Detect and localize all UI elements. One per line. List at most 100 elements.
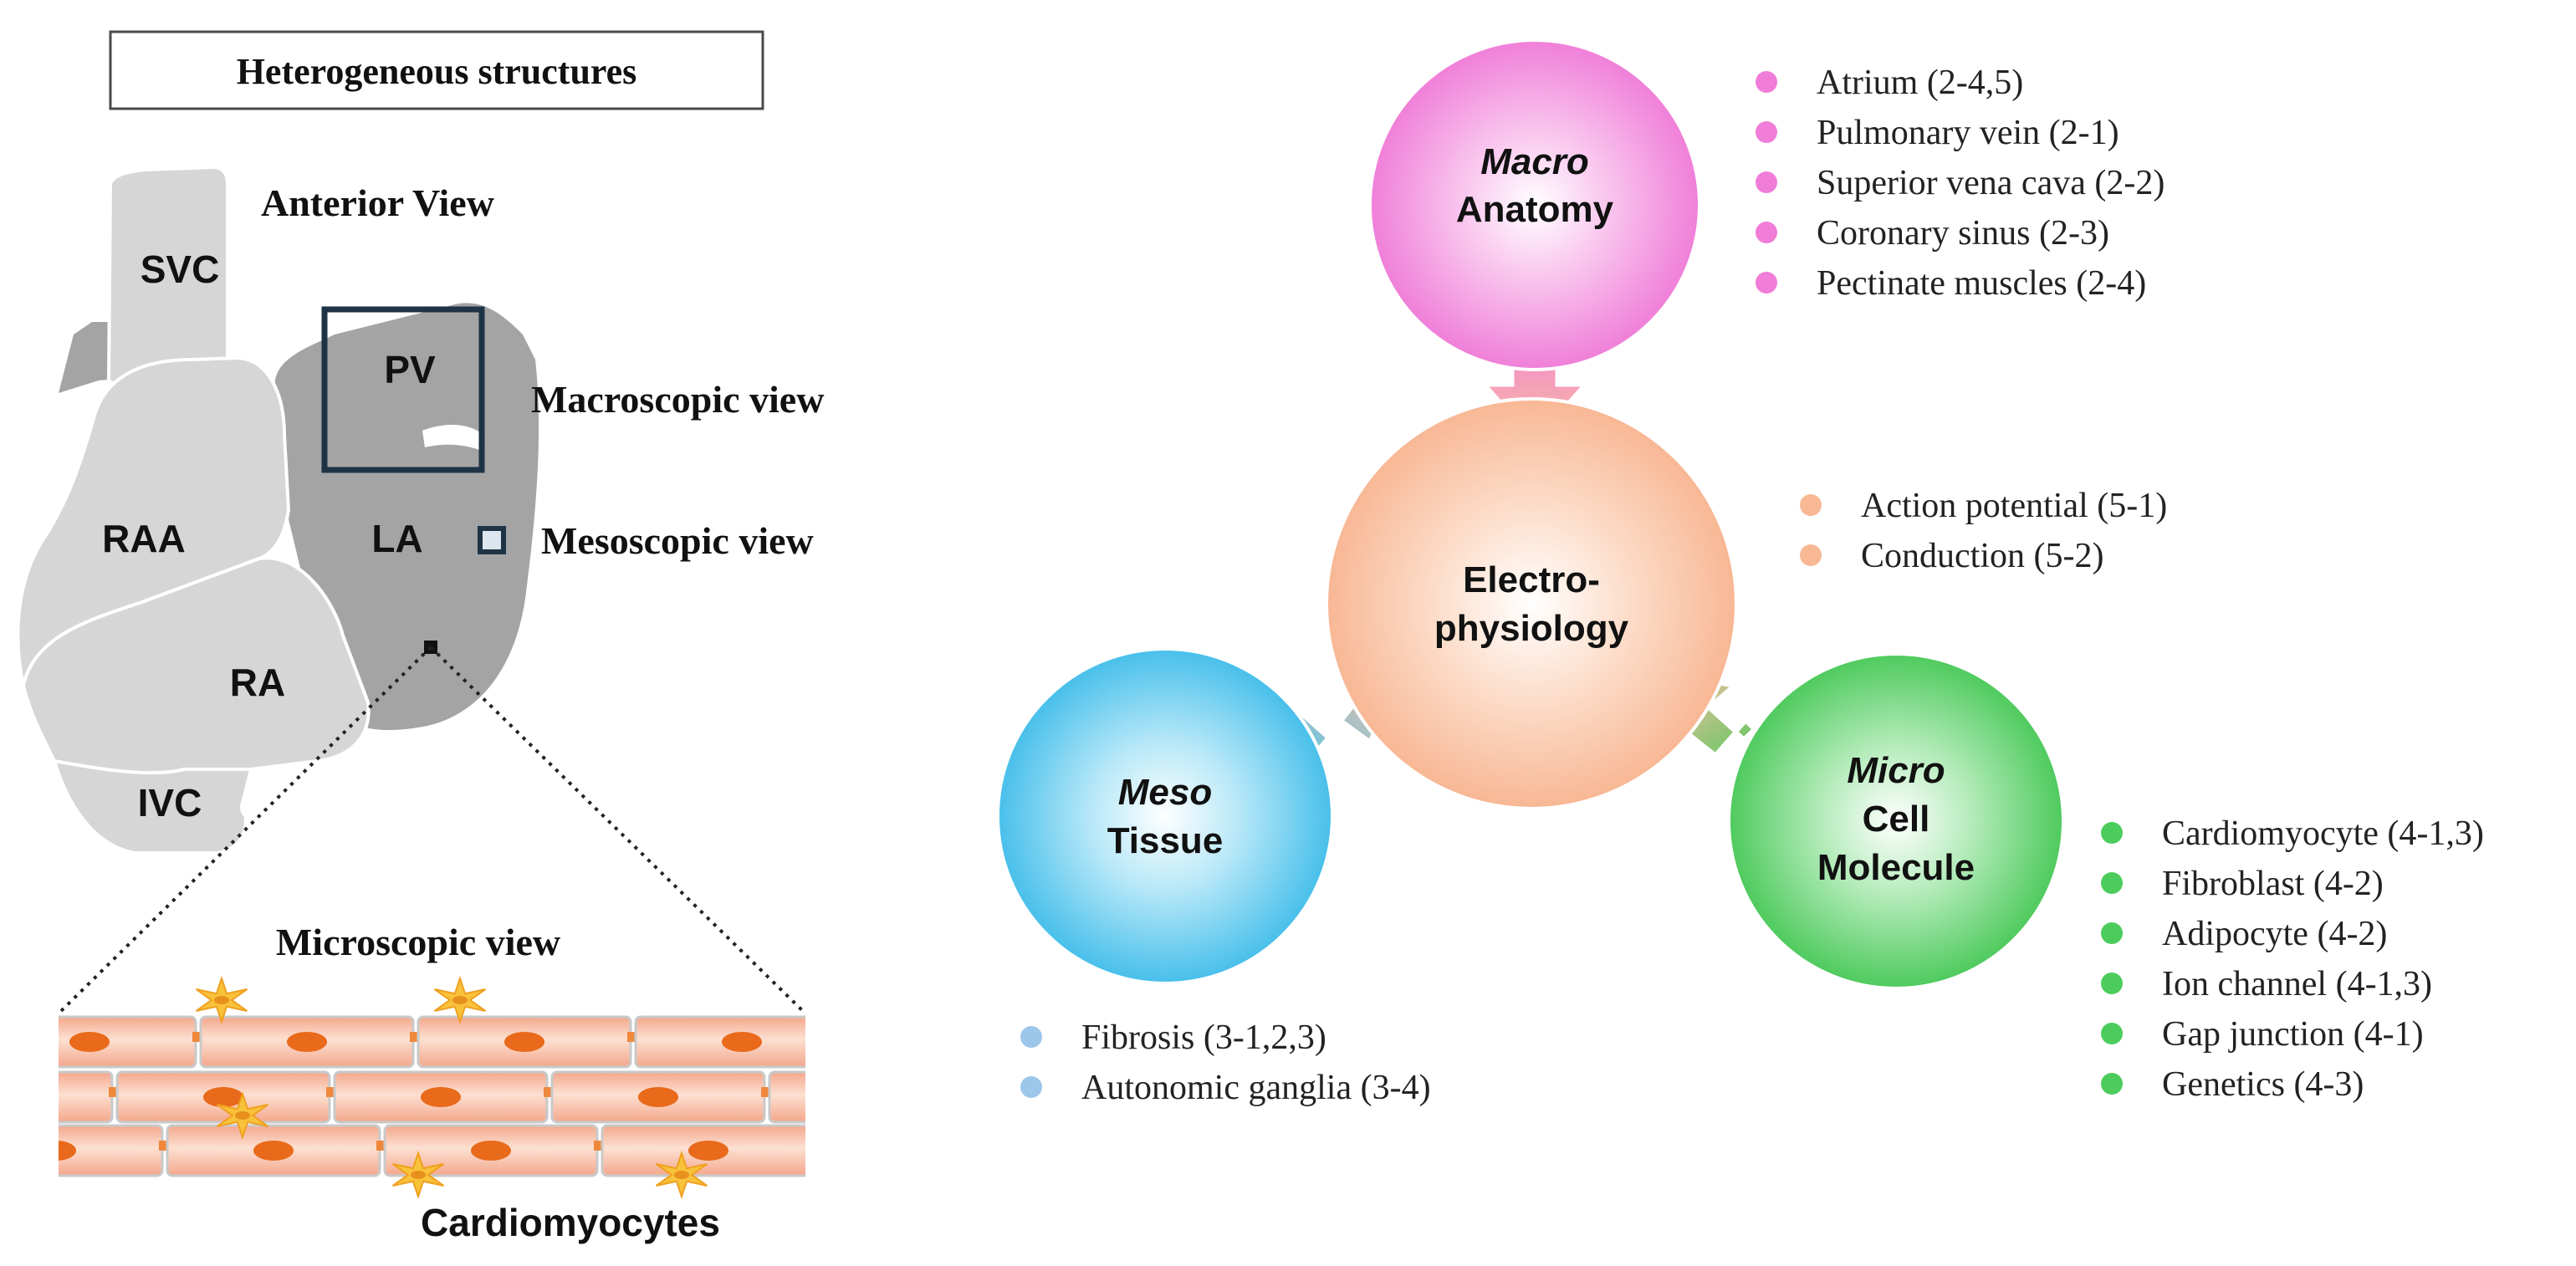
meso-tissue-label: Tissue (1107, 820, 1224, 861)
label-ivc: IVC (138, 781, 202, 824)
macro-anatomy-label: Anatomy (1456, 189, 1614, 230)
fibroblast-nucleus (235, 1111, 250, 1120)
macro-scale-label: Macro (1480, 141, 1589, 182)
ivc-notch (240, 792, 270, 822)
fibroblast-nucleus (674, 1171, 689, 1179)
cell-nucleus (287, 1032, 327, 1052)
macro-list-item: Atrium (2-4,5) (1817, 64, 2023, 102)
macro-list-bullet (1756, 272, 1777, 294)
cell-nucleus (59, 1141, 76, 1161)
cardiomyocytes-label: Cardiomyocytes (421, 1201, 720, 1244)
cell-nucleus (69, 1032, 110, 1052)
macro-list-item: Coronary sinus (2-3) (1817, 214, 2109, 253)
right-panel: Macro Anatomy Electro- physiology Meso T… (996, 38, 2484, 1107)
meso-list-item: Fibrosis (3-1,2,3) (1081, 1018, 1326, 1057)
gap-junction (544, 1087, 552, 1097)
micro-list-bullet (2101, 1073, 2123, 1095)
gap-junction (1029, 1141, 1037, 1151)
micro-list-bullet (2101, 972, 2123, 994)
micro-list-item: Fibroblast (4-2) (2162, 865, 2384, 903)
center-list-item: Conduction (5-2) (1861, 537, 2103, 575)
fibroblast-stars (196, 975, 708, 1200)
micro-list-bullet (2101, 822, 2123, 844)
cardiomyocyte-cell (59, 1070, 114, 1124)
left-atrium-shape (274, 303, 539, 731)
cell-nucleus (638, 1087, 678, 1107)
mesoscopic-box (478, 526, 506, 554)
left-panel-title: Heterogeneous structures (237, 51, 637, 92)
ivc-shape (52, 758, 253, 855)
micro-molecule-label: Molecule (1817, 847, 1975, 888)
fibroblast-nucleus (411, 1171, 426, 1179)
gap-junction (192, 1032, 201, 1042)
microscopic-label: Microscopic view (276, 921, 560, 963)
fibroblast-nucleus (214, 996, 229, 1004)
meso-list-bullet (1020, 1076, 1042, 1098)
title-box (109, 30, 764, 110)
meso-list-bullet (1020, 1026, 1042, 1048)
gap-junction (594, 1141, 602, 1151)
meso-list-item: Autonomic ganglia (3-4) (1081, 1069, 1431, 1107)
label-svc: SVC (141, 248, 220, 291)
cardiomyocyte-cell (820, 1126, 1032, 1176)
gap-junction (159, 1141, 167, 1151)
gap-junction (376, 1141, 385, 1151)
center-list-bullet (1800, 544, 1822, 566)
micro-cell-molecule-list: Cardiomyocyte (4-1,3) Fibroblast (4-2) Adi… (2101, 814, 2484, 1104)
macro-list-item: Superior vena cava (2-2) (1817, 164, 2165, 202)
micro-list-bullet (2101, 1023, 2123, 1044)
cell-nucleus (906, 1141, 946, 1161)
pv-notch (422, 425, 483, 452)
heart-illustration (16, 165, 539, 855)
micro-list-item: Gap junction (4-1) (2162, 1015, 2424, 1054)
label-la: LA (371, 517, 422, 560)
cell-nucleus (253, 1141, 294, 1161)
gap-junction (109, 1087, 117, 1097)
center-list-item: Action potential (5-1) (1861, 487, 2167, 525)
meso-scale-label: Meso (1118, 772, 1212, 813)
micro-list-item: Cardiomyocyte (4-1,3) (2162, 814, 2484, 853)
mesoscopic-label: Mesoscopic view (541, 519, 814, 562)
macro-list-bullet (1756, 171, 1777, 193)
macro-list-bullet (1756, 222, 1777, 243)
gap-junction (979, 1087, 987, 1097)
center-label-line2: physiology (1434, 608, 1629, 649)
left-panel: Heterogeneous structures Anterior View S… (0, 30, 1037, 1244)
gap-junction (326, 1087, 335, 1097)
macro-list-bullet (1756, 71, 1777, 93)
macroscopic-label: Macroscopic view (531, 378, 824, 421)
zoom-line-left (57, 646, 432, 1015)
circle-micro-cell-molecule (1727, 652, 2065, 990)
cell-nucleus (688, 1141, 728, 1161)
macro-list-item: Pulmonary vein (2-1) (1817, 114, 2119, 152)
cell-nucleus (722, 1032, 762, 1052)
macroscopic-box (321, 306, 485, 473)
micro-list-bullet (2101, 872, 2123, 894)
svc-shape (106, 165, 229, 396)
label-raa: RAA (102, 517, 186, 560)
cardiomyocyte-cell (59, 1124, 164, 1177)
circle-electrophysiology (1325, 397, 1738, 810)
gap-junction (845, 1032, 853, 1042)
micro-list-item: Ion channel (4-1,3) (2162, 965, 2432, 1003)
cell-nucleus (504, 1032, 544, 1052)
gap-junction (410, 1032, 418, 1042)
center-label-line1: Electro- (1463, 559, 1600, 600)
cell-nucleus (421, 1087, 461, 1107)
cardiomyocyte-tissue (0, 1015, 1037, 1177)
micro-list-bullet (2101, 922, 2123, 944)
gap-junction (627, 1032, 636, 1042)
anterior-view-label: Anterior View (261, 181, 494, 224)
macro-anatomy-list: Atrium (2-4,5) Pulmonary vein (2-1) Superi… (1756, 64, 2165, 303)
center-list-bullet (1800, 494, 1822, 516)
cardiomyocyte-cell (634, 1015, 805, 1069)
micro-cell-label: Cell (1863, 799, 1930, 840)
cell-nucleus (0, 1087, 26, 1107)
micro-list-item: Genetics (4-3) (2162, 1065, 2364, 1104)
circle-meso-tissue (996, 647, 1334, 985)
micro-list-item: Adipocyte (4-2) (2162, 915, 2387, 953)
macro-list-item: Pectinate muscles (2-4) (1817, 264, 2146, 303)
gap-junction (811, 1141, 820, 1151)
label-pv: PV (384, 348, 436, 391)
label-ra: RA (230, 661, 285, 704)
